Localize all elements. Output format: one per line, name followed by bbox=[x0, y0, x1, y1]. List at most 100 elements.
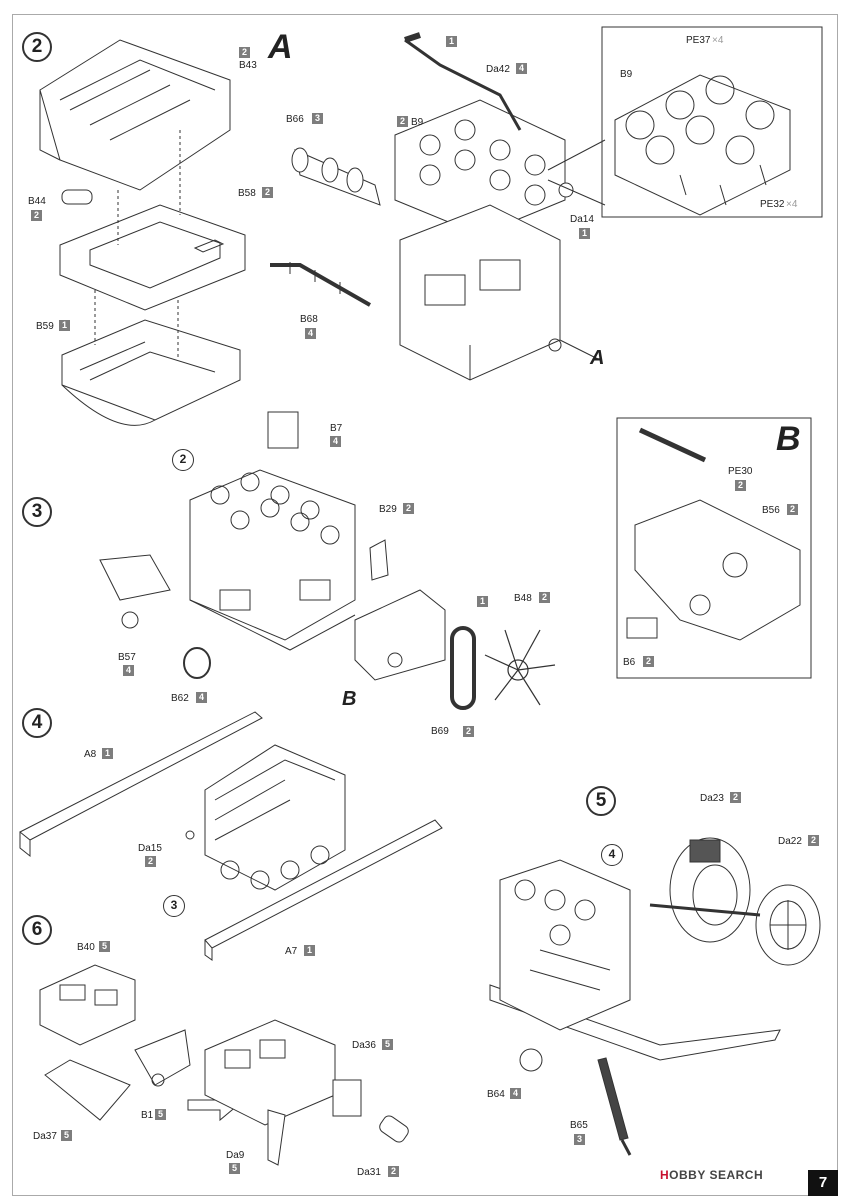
step-number: 3 bbox=[22, 497, 52, 527]
part-qty: 4 bbox=[510, 1088, 521, 1099]
part-label: B48 bbox=[514, 593, 532, 604]
part-label: B64 bbox=[487, 1089, 505, 1100]
part-label: A7 bbox=[285, 946, 298, 957]
da23-flywheel-housing-drawing bbox=[669, 837, 751, 943]
part-qty: 2 bbox=[463, 726, 474, 737]
part-qty: 4 bbox=[516, 63, 527, 74]
part-label: B6 bbox=[623, 657, 636, 668]
part-qty: 3 bbox=[574, 1134, 585, 1145]
part-qty: 2 bbox=[643, 656, 654, 667]
callout-b-ref: B bbox=[342, 688, 357, 710]
part-multiplier: ×4 bbox=[786, 199, 798, 210]
part-qty: 2 bbox=[145, 856, 156, 867]
part-label: B56 bbox=[762, 505, 780, 516]
callout-b: B bbox=[776, 420, 801, 458]
da9-part-drawing bbox=[267, 1109, 286, 1166]
part-qty: 1 bbox=[304, 945, 315, 956]
step6-assembly-drawing bbox=[204, 1019, 336, 1126]
part-label: B43 bbox=[239, 60, 257, 71]
water-pipe-b68-drawing bbox=[270, 263, 371, 307]
part-qty: 4 bbox=[196, 692, 207, 703]
page-frame bbox=[12, 14, 838, 1196]
step-number: 2 bbox=[22, 32, 52, 62]
part-qty: 3 bbox=[312, 113, 323, 124]
watermark-accent: H bbox=[660, 1168, 670, 1182]
sub-step-reference: 4 bbox=[601, 844, 623, 866]
b1-part-drawing bbox=[134, 1029, 191, 1087]
watermark-text: OBBY SEARCH bbox=[669, 1168, 764, 1182]
b57-pump-drawing bbox=[99, 554, 171, 629]
part-label: Da42 bbox=[486, 64, 510, 75]
part-label: B66 bbox=[286, 114, 304, 125]
b7-coil-drawing bbox=[267, 411, 299, 449]
b6-part-drawing bbox=[626, 617, 658, 639]
step3-engine-drawing bbox=[189, 469, 356, 651]
part-qty: 4 bbox=[330, 436, 341, 447]
pe30-tool-drawing bbox=[638, 427, 707, 463]
part-label: B29 bbox=[379, 504, 397, 515]
part-qty: 2 bbox=[403, 503, 414, 514]
part-label: B9 bbox=[620, 69, 633, 80]
b29-bracket-drawing bbox=[369, 539, 389, 581]
da15-part-drawing bbox=[185, 830, 195, 840]
b64-part-drawing bbox=[519, 1048, 543, 1072]
part-qty: 1 bbox=[102, 748, 113, 759]
part-label: Da31 bbox=[357, 1167, 381, 1178]
part-qty: 2 bbox=[388, 1166, 399, 1177]
part-label: B65 bbox=[570, 1120, 588, 1131]
part-qty: 5 bbox=[382, 1039, 393, 1050]
part-label: Da36 bbox=[352, 1040, 376, 1051]
part-qty: 1 bbox=[59, 320, 70, 331]
part-qty: 2 bbox=[262, 187, 273, 198]
part-label: B7 bbox=[330, 423, 343, 434]
part-label: PE37 bbox=[686, 35, 711, 46]
part-qty: 2 bbox=[735, 480, 746, 491]
part-label: B62 bbox=[171, 693, 189, 704]
manifold-gasket-drawing bbox=[59, 204, 246, 311]
part-qty: 2 bbox=[539, 592, 550, 603]
part-label: B9 bbox=[411, 117, 424, 128]
part-label: A8 bbox=[84, 749, 97, 760]
b65-exhaust-drawing bbox=[597, 1057, 632, 1156]
part-qty: 4 bbox=[305, 328, 316, 339]
part-multiplier: ×4 bbox=[712, 35, 724, 46]
b69-belt-drawing bbox=[450, 626, 476, 710]
part-label: Da9 bbox=[226, 1150, 245, 1161]
part-label: B59 bbox=[36, 321, 54, 332]
step-number: 6 bbox=[22, 915, 52, 945]
oil-pan-drawing bbox=[61, 319, 241, 426]
callout-a: A bbox=[268, 28, 293, 66]
inset-cylinder-head-drawing bbox=[614, 74, 791, 216]
engine-block-drawing bbox=[394, 99, 601, 381]
part-qty: 5 bbox=[229, 1163, 240, 1174]
part-label: PE30 bbox=[728, 466, 753, 477]
da22-flywheel-drawing bbox=[755, 884, 821, 966]
part-qty: 1 bbox=[446, 36, 457, 47]
watermark: HOBBY SEARCH bbox=[660, 1168, 763, 1182]
da36-part-drawing bbox=[332, 1079, 362, 1117]
timing-cover-b-drawing bbox=[354, 589, 446, 681]
part-label: B69 bbox=[431, 726, 449, 737]
part-qty: 2 bbox=[31, 210, 42, 221]
part-label: Da15 bbox=[138, 843, 162, 854]
part-label: Da37 bbox=[33, 1131, 57, 1142]
da31-part-drawing bbox=[379, 1115, 409, 1143]
b48-fan-drawing bbox=[484, 629, 556, 706]
part-qty: 5 bbox=[155, 1109, 166, 1120]
a8-frame-rail-drawing bbox=[19, 711, 263, 841]
sub-step-reference: 3 bbox=[163, 895, 185, 917]
fuel-line-drawing bbox=[404, 38, 522, 131]
b62-cap-drawing bbox=[183, 647, 211, 679]
page-tab: 7 bbox=[808, 1170, 838, 1196]
part-qty: 2 bbox=[239, 47, 250, 58]
part-label: Da22 bbox=[778, 836, 802, 847]
part-label: B1 bbox=[141, 1110, 154, 1121]
part-qty: 2 bbox=[397, 116, 408, 127]
part-label: Da23 bbox=[700, 793, 724, 804]
sub-step-reference: 2 bbox=[172, 449, 194, 471]
a7-frame-rail-drawing bbox=[204, 819, 443, 949]
exhaust-pipe-b66-drawing bbox=[291, 147, 381, 206]
step-number: 5 bbox=[586, 786, 616, 816]
